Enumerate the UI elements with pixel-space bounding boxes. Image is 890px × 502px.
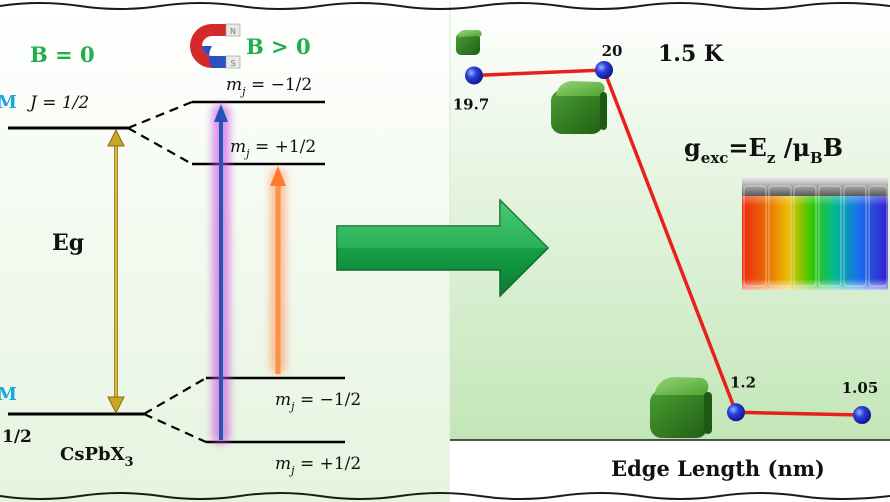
frame-top <box>0 2 890 10</box>
svg-text:N: N <box>230 27 236 36</box>
magnet-icon: N S <box>190 23 241 69</box>
data-point <box>465 66 483 85</box>
vials-photo <box>742 178 888 290</box>
data-label: 19.7 <box>453 95 490 113</box>
state-top-letter: M <box>0 92 17 113</box>
frame-bottom <box>0 492 890 500</box>
data-label: 20 <box>602 42 623 60</box>
g-factor-formula: gexc=Ez /μBB <box>684 133 843 167</box>
green-cube-icon <box>650 377 712 438</box>
x-axis-label: Edge Length (nm) <box>611 456 825 481</box>
compound-label: CsPbX3 <box>60 444 134 470</box>
field-zero-label: B = 0 <box>30 42 95 67</box>
temperature-label: 1.5 K <box>658 41 724 67</box>
upper-minus-label: mj = −1/2 <box>226 75 312 98</box>
data-point <box>727 403 745 422</box>
field-nonzero-label: B > 0 <box>246 34 311 59</box>
lower-plus-label: mj = +1/2 <box>275 454 361 477</box>
green-cube-icon <box>551 81 607 134</box>
data-point <box>853 406 871 424</box>
green-cube-icon <box>456 30 482 55</box>
lower-minus-label: mj = −1/2 <box>275 390 361 413</box>
data-point <box>595 61 613 79</box>
xlabel-band <box>450 440 890 502</box>
state-bottom-j: 1/2 <box>2 427 32 447</box>
transition-arrow <box>336 198 550 298</box>
state-top-j: J = 1/2 <box>27 93 89 113</box>
upper-plus-label: mj = +1/2 <box>230 137 316 160</box>
sigma-plus-arrow <box>270 166 286 374</box>
bandgap-label: Eg <box>52 230 84 256</box>
svg-text:S: S <box>230 59 235 68</box>
sigma-minus-arrow <box>214 104 228 440</box>
state-bottom-letter: M <box>0 384 17 405</box>
data-label: 1.2 <box>730 373 756 391</box>
bandgap-arrow <box>107 128 125 415</box>
series-1: 19.7 20 1.2 1.05 <box>453 42 879 424</box>
zeeman-split-lines <box>127 100 207 444</box>
data-label: 1.05 <box>842 379 879 397</box>
series-line <box>473 68 863 417</box>
